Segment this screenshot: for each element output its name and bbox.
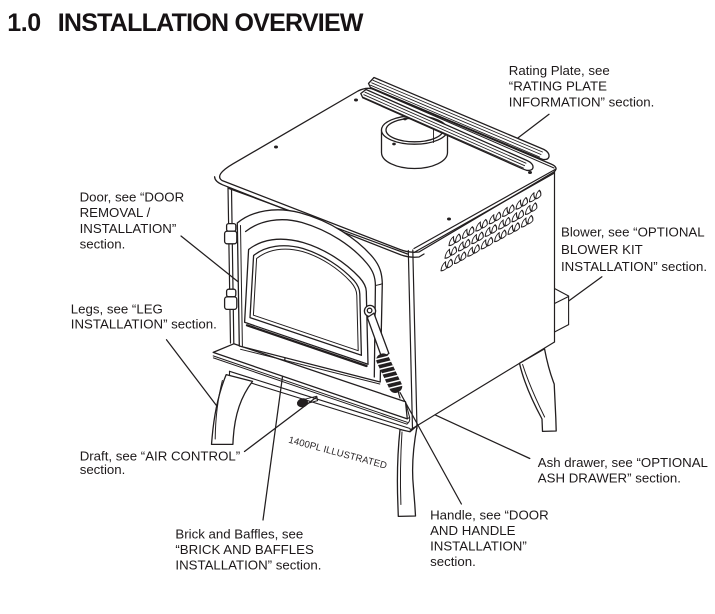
- svg-text:BLOWER KIT: BLOWER KIT: [561, 242, 643, 257]
- svg-text:ASH DRAWER” section.: ASH DRAWER” section.: [538, 470, 681, 485]
- svg-text:Ash drawer, see “OPTIONAL: Ash drawer, see “OPTIONAL: [538, 455, 708, 470]
- svg-text:Rating Plate, see: Rating Plate, see: [509, 63, 610, 78]
- svg-text:section.: section.: [80, 236, 126, 251]
- svg-text:Handle, see “DOOR: Handle, see “DOOR: [430, 508, 549, 523]
- svg-text:“RATING PLATE: “RATING PLATE: [509, 79, 607, 94]
- svg-text:INSTALLATION” section.: INSTALLATION” section.: [561, 259, 707, 274]
- svg-text:INSTALLATION”: INSTALLATION”: [80, 221, 177, 236]
- svg-text:section.: section.: [80, 462, 126, 477]
- svg-text:AND HANDLE: AND HANDLE: [430, 523, 516, 538]
- svg-text:INFORMATION” section.: INFORMATION” section.: [509, 95, 655, 110]
- svg-text:“BRICK AND BAFFLES: “BRICK AND BAFFLES: [175, 542, 314, 557]
- svg-text:Blower, see “OPTIONAL: Blower, see “OPTIONAL: [561, 225, 705, 240]
- svg-text:INSTALLATION”: INSTALLATION”: [430, 538, 527, 553]
- svg-text:Door, see “DOOR: Door, see “DOOR: [80, 190, 185, 205]
- svg-text:REMOVAL /: REMOVAL /: [80, 205, 151, 220]
- svg-text:INSTALLATION OVERVIEW: INSTALLATION OVERVIEW: [58, 9, 364, 37]
- svg-text:1.0: 1.0: [7, 9, 41, 37]
- svg-text:INSTALLATION” section.: INSTALLATION” section.: [71, 317, 217, 332]
- svg-text:section.: section.: [430, 554, 476, 569]
- svg-text:INSTALLATION” section.: INSTALLATION” section.: [175, 558, 321, 573]
- svg-text:Legs, see “LEG: Legs, see “LEG: [71, 302, 163, 317]
- svg-text:Draft, see “AIR CONTROL”: Draft, see “AIR CONTROL”: [80, 448, 241, 463]
- svg-text:Brick and Baffles, see: Brick and Baffles, see: [175, 527, 303, 542]
